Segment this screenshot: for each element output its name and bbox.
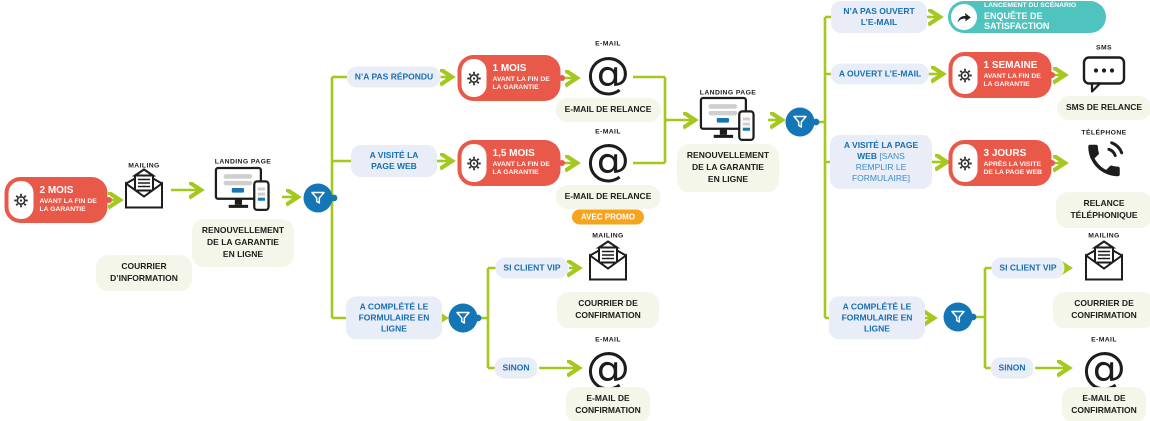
promo-badge: AVEC PROMO	[571, 209, 645, 225]
delay-value: 3 JOURS	[983, 148, 1027, 160]
channel-type-label: E-MAIL	[1091, 336, 1117, 344]
delay-node-3-days: 3 JOURS APRÈS LA VISITE DE LA PAGE WEB	[948, 140, 1052, 186]
delay-value: 2 MOIS	[39, 185, 74, 197]
delay-value: 1 MOIS	[492, 63, 527, 75]
branch-label-else: SINON	[990, 357, 1034, 379]
step-caption: SMS DE RELANCE	[1056, 96, 1150, 120]
trigger-delay-node: 2 MOIS AVANT LA FIN DE LA GARANTIE	[4, 177, 108, 223]
step-caption: COURRIER D’INFORMATION	[96, 255, 192, 291]
delay-node-1-week: 1 SEMAINE AVANT LA FIN DE LA GARANTIE	[948, 52, 1052, 98]
scenario-launch-node: LANCEMENT DU SCÉNARIO ENQUÊTE DE SATISFA…	[948, 1, 1106, 33]
delay-condition: AVANT LA FIN DE LA GARANTIE	[983, 72, 1041, 89]
channel-type-label: E-MAIL	[595, 40, 621, 48]
delay-value: 1,5 MOIS	[492, 148, 535, 160]
step-caption: E-MAIL DE RELANCE	[555, 185, 661, 209]
phone-icon	[1083, 140, 1125, 187]
channel-type-label: TÉLÉPHONE	[1081, 129, 1127, 137]
delay-condition: AVANT LA FIN DE LA GARANTIE	[492, 160, 550, 177]
channel-type-label: MAILING	[1088, 232, 1120, 240]
branch-label-completed: A COMPLÉTÉ LE FORMULAIRE EN LIGNE	[829, 296, 925, 340]
step-caption: E-MAIL DE CONFIRMATION	[566, 387, 650, 421]
branch-label-visited-no-form: A VISITÉ LA PAGE WEB [SANS REMPLIR LE FO…	[830, 134, 932, 190]
step-caption: E-MAIL DE CONFIRMATION	[1062, 387, 1146, 421]
channel-type-label: LANDING PAGE	[699, 89, 757, 97]
funnel-icon	[943, 302, 973, 332]
branch-label: A VISITÉ LA PAGE WEB	[843, 139, 919, 161]
envelope-icon	[1080, 239, 1128, 288]
email-at-icon: @	[586, 343, 630, 394]
branch-label-note: [SANS REMPLIR LE FORMULAIRE]	[851, 150, 911, 184]
channel-type-label: LANDING PAGE	[214, 158, 272, 166]
delay-condition: APRÈS LA VISITE DE LA PAGE WEB	[983, 160, 1043, 177]
branch-label-no-reply: N’A PAS RÉPONDU	[346, 66, 442, 88]
sms-bubble-icon	[1081, 55, 1128, 100]
funnel-icon	[785, 107, 815, 137]
channel-type-label: E-MAIL	[595, 336, 621, 344]
envelope-icon	[584, 239, 632, 288]
email-at-icon: @	[1082, 343, 1126, 394]
step-caption: RELANCE TÉLÉPHONIQUE	[1056, 192, 1150, 228]
monitor-phone-icon	[699, 96, 757, 148]
step-caption: COURRIER DE CONFIRMATION	[557, 292, 659, 328]
gear-icon	[8, 181, 34, 219]
delay-value: 1 SEMAINE	[983, 60, 1038, 72]
monitor-phone-icon	[214, 166, 272, 218]
delay-condition: AVANT LA FIN DE LA GARANTIE	[39, 197, 97, 214]
branch-label-opened: A OUVERT L’E-MAIL	[830, 63, 930, 85]
step-caption: RENOUVELLEMENT DE LA GARANTIE EN LIGNE	[192, 219, 294, 267]
step-caption: RENOUVELLEMENT DE LA GARANTIE EN LIGNE	[677, 144, 779, 192]
channel-type-label: MAILING	[592, 232, 624, 240]
gear-icon	[952, 144, 978, 182]
launch-arrow-icon	[951, 4, 977, 30]
branch-label-vip: SI CLIENT VIP	[991, 257, 1065, 279]
step-caption: E-MAIL DE RELANCE	[555, 98, 661, 122]
delay-condition: AVANT LA FIN DE LA GARANTIE	[492, 75, 550, 92]
branch-label-visited: A VISITÉ LA PAGE WEB	[351, 144, 437, 178]
email-at-icon: @	[586, 135, 630, 186]
envelope-icon	[120, 167, 168, 216]
gear-icon	[461, 59, 487, 97]
email-at-icon: @	[586, 48, 630, 99]
delay-node-15-month: 1,5 MOIS AVANT LA FIN DE LA GARANTIE	[457, 140, 561, 186]
channel-type-label: E-MAIL	[595, 128, 621, 136]
scenario-line2: ENQUÊTE DE SATISFACTION	[984, 10, 1050, 32]
branch-label-completed: A COMPLÉTÉ LE FORMULAIRE EN LIGNE	[346, 296, 442, 340]
step-caption: COURRIER DE CONFIRMATION	[1053, 292, 1150, 328]
channel-type-label: SMS	[1096, 44, 1112, 52]
delay-node-1-month: 1 MOIS AVANT LA FIN DE LA GARANTIE	[457, 55, 561, 101]
scenario-line1: LANCEMENT DU SCÉNARIO	[984, 1, 1077, 9]
gear-icon	[461, 144, 487, 182]
channel-type-label: MAILING	[128, 162, 160, 170]
funnel-icon	[303, 183, 333, 213]
funnel-icon	[448, 303, 478, 333]
branch-label-else: SINON	[494, 357, 538, 379]
gear-icon	[952, 56, 978, 94]
branch-label-vip: SI CLIENT VIP	[495, 257, 569, 279]
branch-label-not-opened: N’A PAS OUVERT L’E-MAIL	[831, 0, 927, 34]
